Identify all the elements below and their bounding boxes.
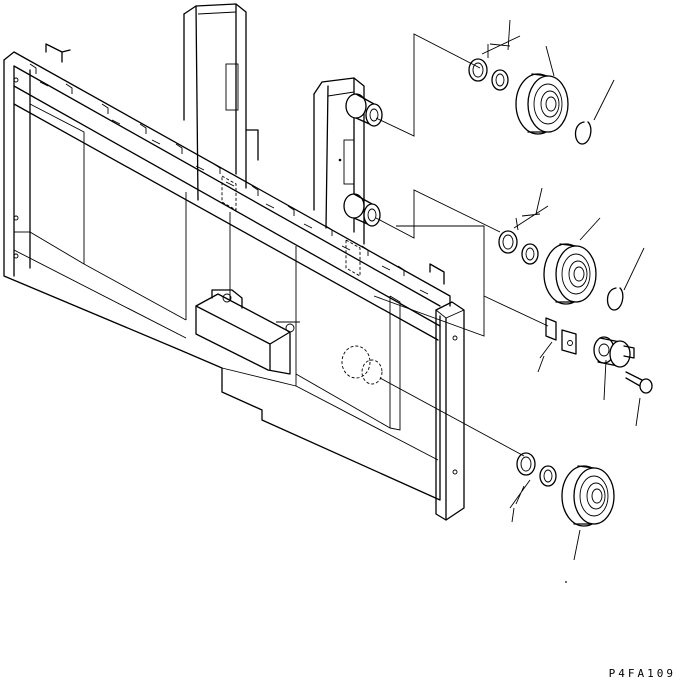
left-mast-bracket xyxy=(183,3,259,201)
lower-roller-set xyxy=(509,452,615,583)
shim-washer xyxy=(491,69,509,91)
roller-bearing xyxy=(515,73,569,135)
shim-washer xyxy=(498,230,518,254)
leader-lines xyxy=(373,33,549,457)
carriage-frame xyxy=(3,43,465,521)
eccentric-collar xyxy=(593,336,635,401)
snap-ring xyxy=(606,287,624,311)
roller-bearing xyxy=(561,465,615,527)
roller-bearing xyxy=(543,243,597,305)
upper-roller-shaft xyxy=(345,93,383,127)
upper-roller-set xyxy=(468,19,615,145)
adjust-plates xyxy=(537,317,577,373)
lower-roller-shaft xyxy=(343,193,381,227)
snap-ring xyxy=(574,121,592,145)
shim-washer xyxy=(516,452,536,476)
middle-roller-set xyxy=(498,187,645,311)
shim-washer xyxy=(468,58,488,82)
cross-block xyxy=(195,289,300,375)
shim-washer xyxy=(539,465,557,487)
drawing-code: P4FA109 xyxy=(608,667,676,680)
shim-washer xyxy=(521,243,539,265)
bolt xyxy=(625,371,653,427)
